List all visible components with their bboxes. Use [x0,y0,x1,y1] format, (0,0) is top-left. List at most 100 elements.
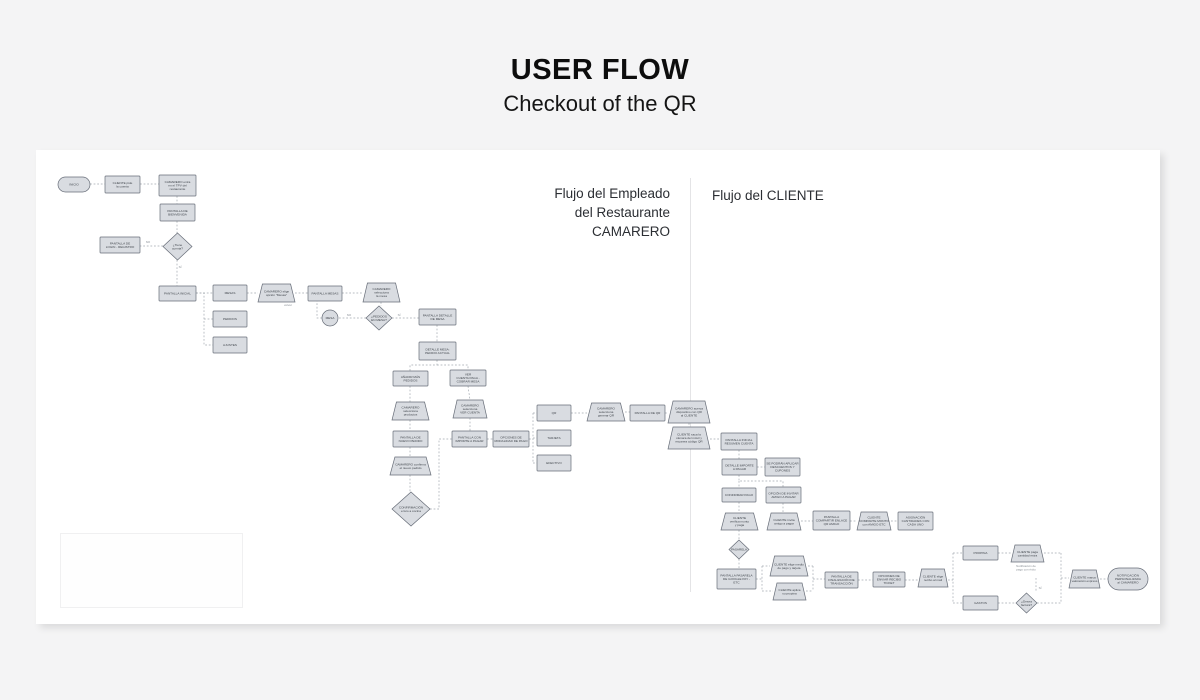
node-label: QR [552,411,557,415]
flow-edge [316,301,322,319]
node-label: PASARELA [731,548,748,552]
flow-canvas: Flujo del Empleado del Restaurante CAMAR… [36,150,1160,624]
node-efectivo: EFECTIVO [536,454,572,472]
node-label: DETALLE MESA:PEDIDO ACTUAL [425,347,450,354]
node-label: MESA [326,316,336,320]
node-label: CONFIRMAR PAGO [725,493,754,497]
flow-edge [437,364,469,370]
legend-box [60,533,243,608]
node-ajustes: AJUSTES [212,336,248,354]
edge-label: volver [284,303,292,307]
node-label: PANTALLA MESAS [312,292,339,296]
node-confirmar-pago: CONFIRMAR PAGO [721,487,757,503]
node-pedidos: PEDIDOS [212,310,248,328]
node-pasarela: PASARELA [728,539,750,560]
page-subtitle: Checkout of the QR [503,91,697,116]
node-pantalla-mesas: PANTALLA MESAS [307,285,343,302]
node-detalle-mesa-pedido: DETALLE MESA:PEDIDO ACTUAL [418,341,457,361]
node-label: PANTALLA DE QR [635,411,662,415]
section-title-client: Flujo del CLIENTE [712,188,824,203]
node-pantalla-qr: PANTALLA DE QR [629,404,666,422]
section-divider-line [690,178,691,592]
flow-edge [738,475,784,487]
flow-edge [467,385,471,401]
page-header: USER FLOW Checkout of the QR [0,54,1200,117]
edge-label: SÍ [179,265,182,269]
node-label: GASTOS [974,601,987,605]
node-label: PEDIDOS [223,317,237,321]
node-label: EFECTIVO [546,461,562,465]
section-title-employee: Flujo del Empleado del Restaurante CAMAR… [554,186,670,239]
edge-label: SÍ [398,313,401,317]
node-label: PANTALLA INICIAL [164,292,191,296]
node-label: PROPINA [974,551,989,555]
edge-label: SÍ [1039,586,1042,590]
node-propina: PROPINA [962,545,999,561]
node-label: AJUSTES [223,343,237,347]
node-inicio: INICIO [57,176,91,193]
